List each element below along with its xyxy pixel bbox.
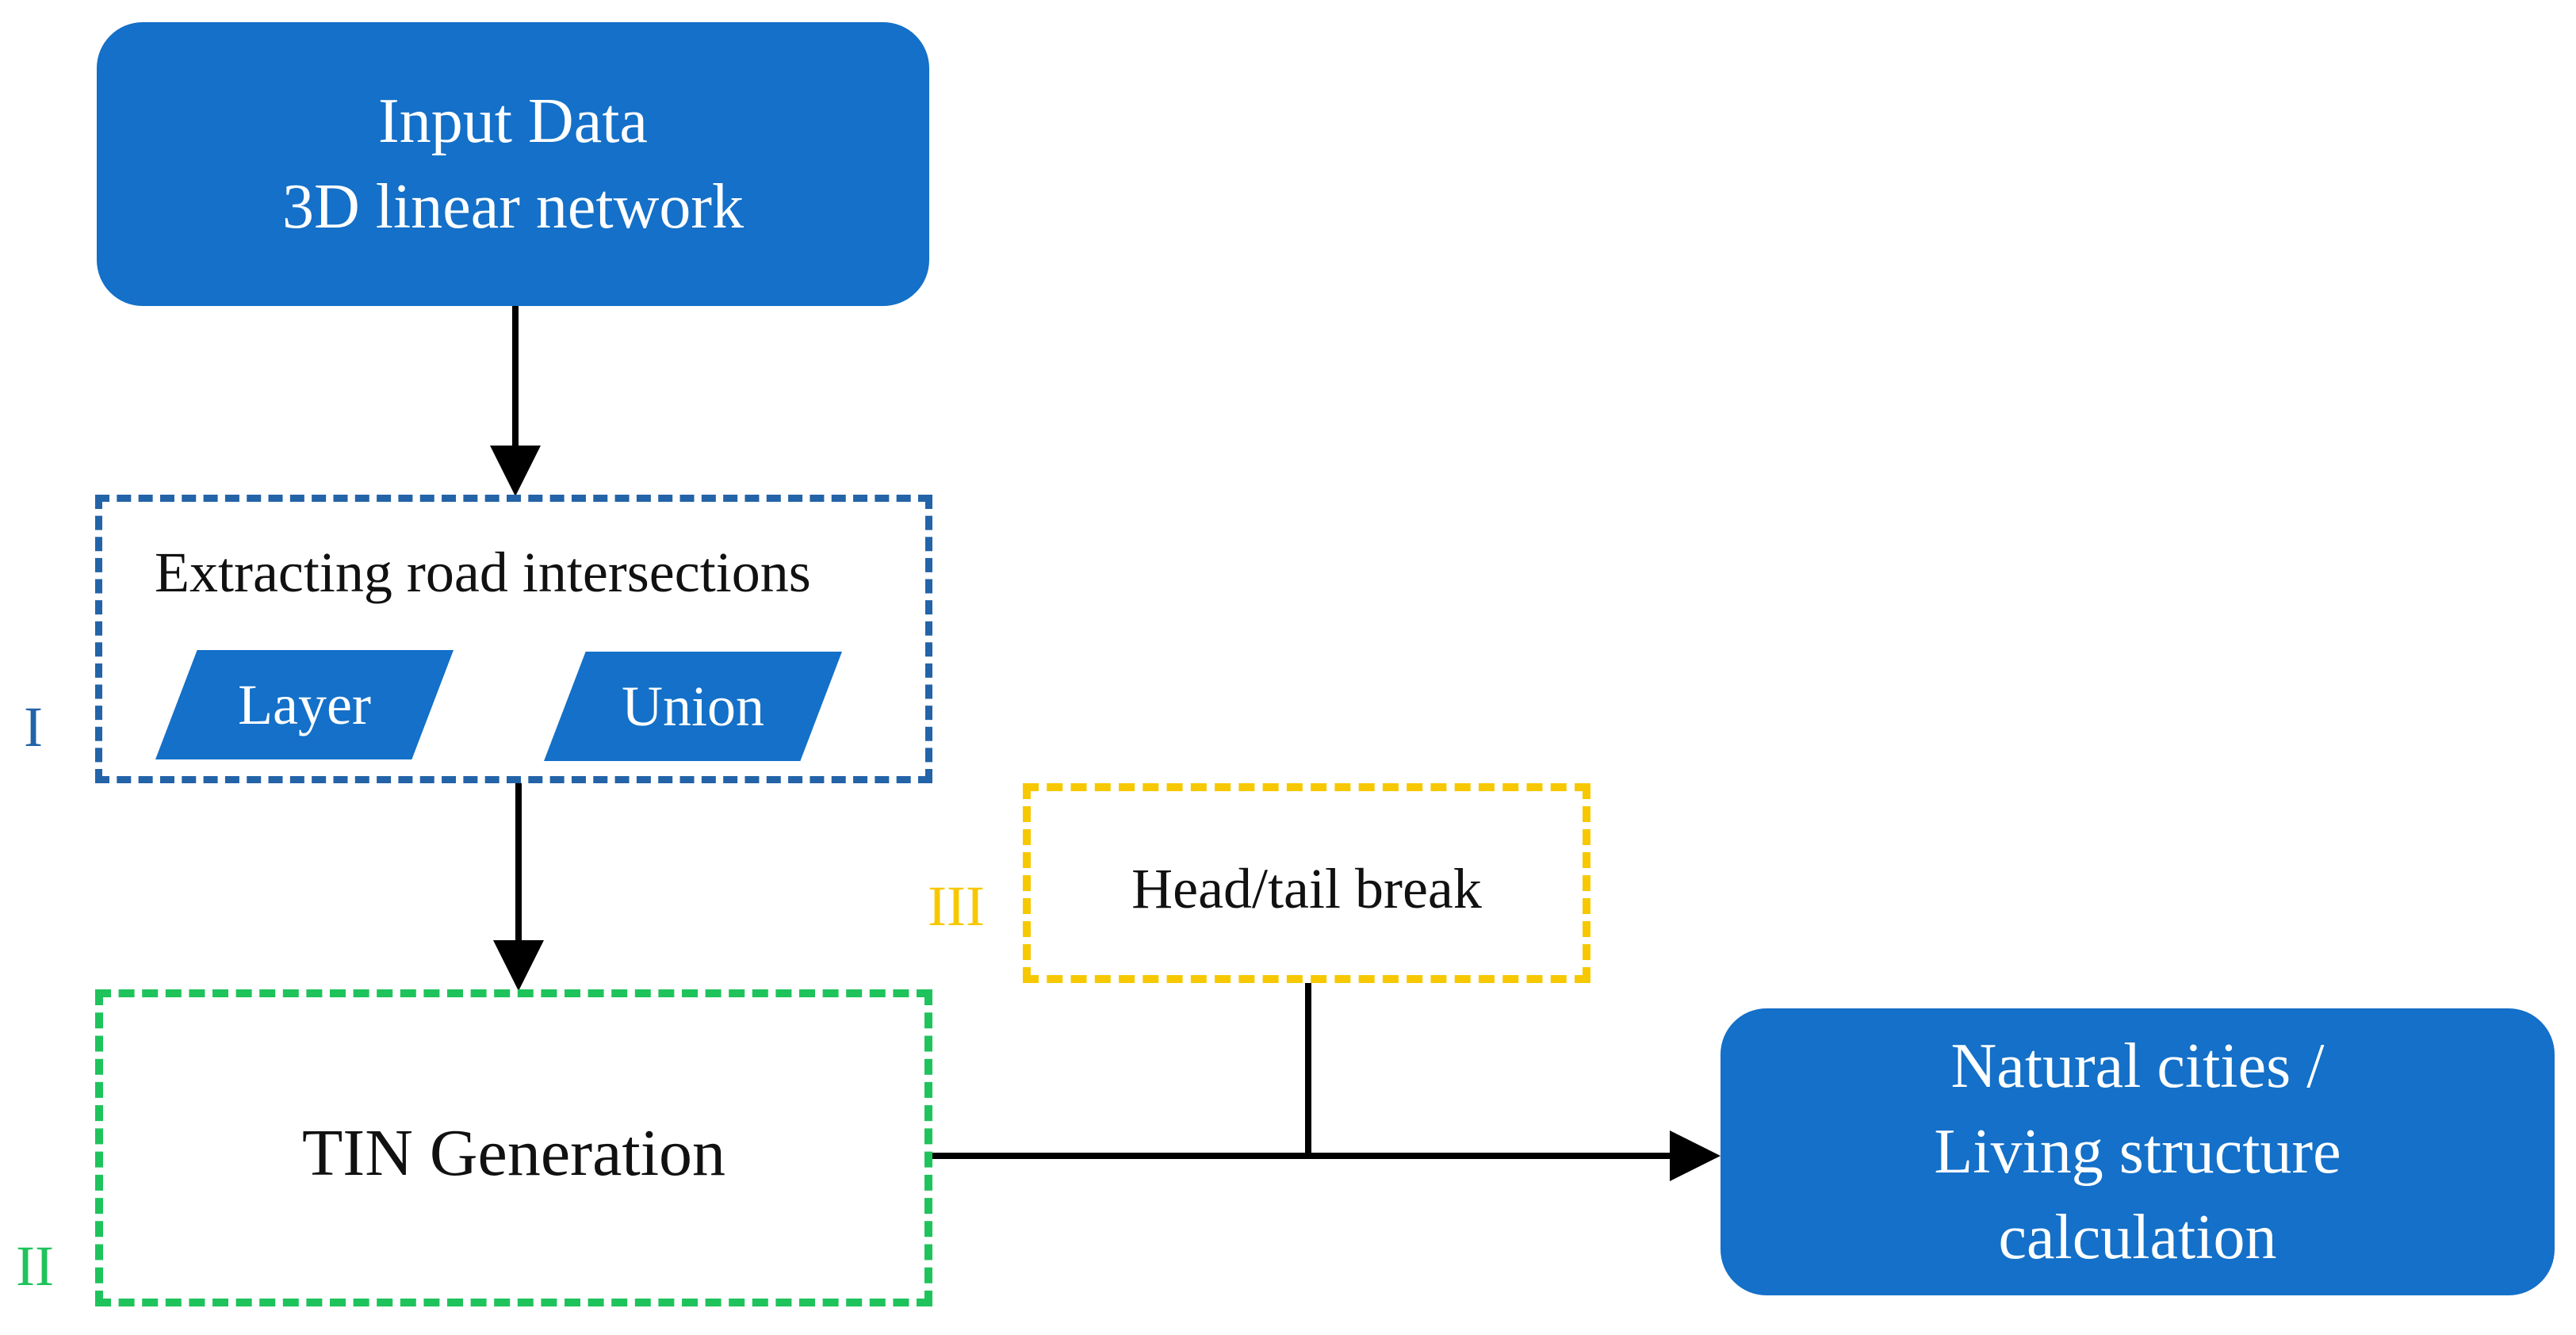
stage-1-title: Extracting road intersections [155,541,811,604]
stage-2-box: TIN Generation [95,989,932,1306]
input-data-box: Input Data 3D linear network [97,22,929,306]
stage-2-numeral: II [16,1234,54,1298]
stage-2-title: TIN Generation [301,1116,726,1190]
input-data-line-2: 3D linear network [281,172,744,242]
output-line-2: Living structure [1934,1117,2341,1187]
input-data-line-1: Input Data [378,86,648,156]
output-box: Natural cities / Living structure calcul… [1721,1008,2555,1295]
union-tag: Union [544,652,842,761]
stage-1-numeral: I [24,695,43,759]
layer-tag: Layer [155,650,454,759]
output-line-3: calculation [1998,1203,2277,1272]
stage-3-numeral: III [928,874,985,938]
union-tag-label: Union [622,674,764,738]
stage-3-box: Head/tail break [1023,783,1590,983]
stage-3-title: Head/tail break [1131,857,1482,920]
stage-1-box: Extracting road intersections [95,495,932,783]
output-line-1: Natural cities / [1950,1031,2325,1101]
layer-tag-label: Layer [238,672,371,736]
